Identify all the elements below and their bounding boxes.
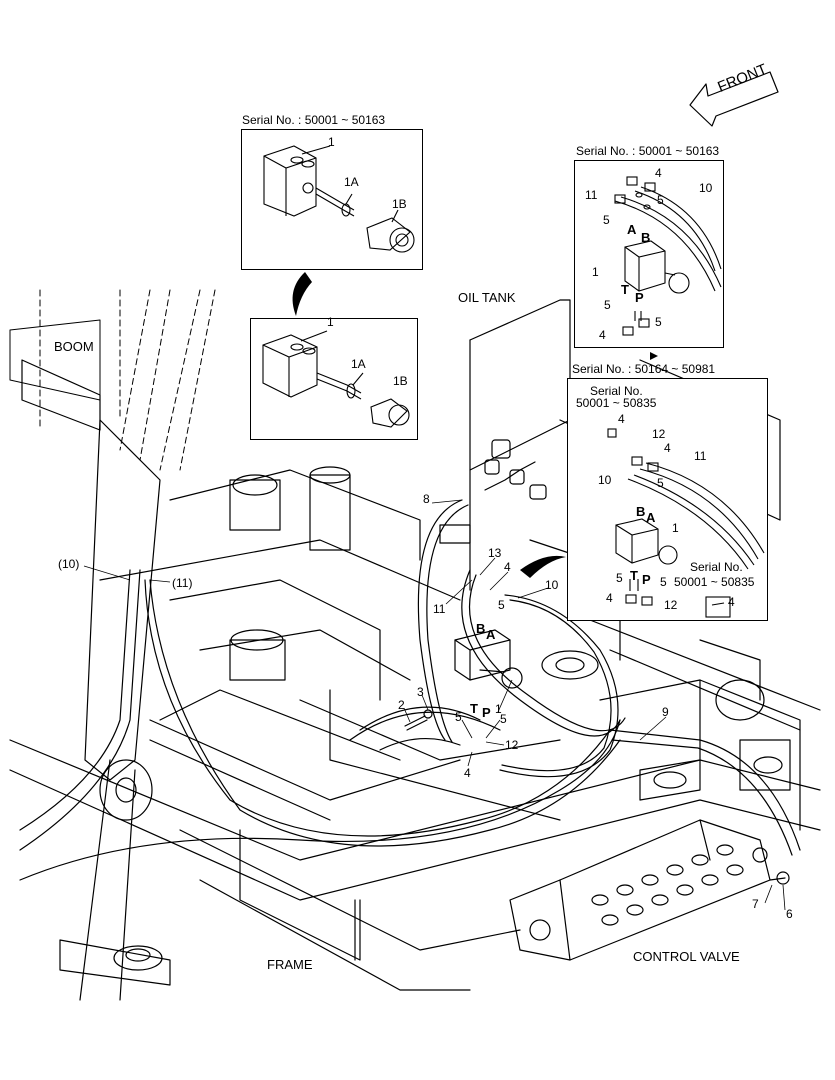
inset-r-label-t: T [630, 568, 638, 583]
callout-9: 9 [662, 705, 669, 719]
inset-right-sub-serial-b-2: 50001 ~ 50835 [674, 575, 755, 589]
inset-r-label-4b: 4 [664, 441, 671, 455]
inset-top-right: 4 11 5 10 5 A B 1 T P 5 5 4 [574, 160, 724, 348]
inset-tr-label-b: B [641, 230, 651, 245]
inset-tr-label-1: 1 [592, 265, 599, 279]
valve-fittings-drawing-b [607, 428, 765, 618]
inset-tr-label-5b: 5 [657, 193, 664, 207]
inset-mid-left-part-1b: 1B [393, 374, 408, 388]
inset-right-sub-serial-1: Serial No. [590, 384, 643, 398]
selector-valve-drawing-a [263, 145, 415, 253]
selector-valve-drawing-b [262, 330, 410, 428]
inset-tr-label-10: 10 [699, 181, 713, 195]
inset-tr-label-11: 11 [585, 188, 598, 202]
inset-top-left-part-1a: 1A [344, 175, 359, 189]
callout-2: 2 [398, 698, 405, 712]
callout-3: 3 [417, 685, 424, 699]
inset-r-label-1: 1 [672, 521, 679, 535]
callout-4-bottom: 4 [464, 766, 471, 780]
inset-right: Serial No. 50001 ~ 50835 4 12 4 11 10 5 … [567, 378, 768, 621]
inset-tr-label-p: P [635, 290, 644, 305]
inset-tr-label-5c: 5 [604, 298, 611, 312]
callout-5-right: 5 [500, 712, 507, 726]
frame-label: FRAME [267, 957, 313, 972]
inset-r-label-12: 12 [652, 427, 666, 441]
callout-11: 11 [433, 602, 446, 616]
inset-top-left: 1 1A 1B [241, 129, 423, 270]
front-arrow-icon [689, 71, 779, 127]
inset-right-sub-serial-b-1: Serial No. [690, 560, 743, 574]
callout-7: 7 [752, 897, 759, 911]
inset-r-label-4c: 4 [606, 591, 613, 605]
callout-5-left: 5 [455, 710, 462, 724]
inset-mid-left: 1 1A 1B [250, 315, 418, 440]
inset-tr-label-4b: 4 [599, 328, 606, 342]
inset-r-label-4: 4 [618, 412, 625, 426]
callout-b: B [476, 621, 486, 636]
callout-a: A [486, 627, 496, 642]
inset-r-label-11: 11 [694, 449, 707, 463]
inset-r-label-10: 10 [598, 473, 612, 487]
inset-top-right-serial: Serial No. : 50001 ~ 50163 [576, 144, 720, 158]
inset-tr-label-5d: 5 [655, 315, 662, 329]
valve-fittings-drawing-a [614, 176, 722, 336]
callout-12: 12 [505, 738, 519, 752]
callout-t: T [470, 701, 478, 716]
control-valve-label: CONTROL VALVE [633, 949, 740, 964]
inset-r-label-5b: 5 [616, 571, 623, 585]
inset-top-left-part-1: 1 [328, 135, 335, 149]
inset-mid-left-part-1: 1 [327, 315, 334, 329]
inset-tr-label-a: A [627, 222, 637, 237]
inset-top-left-part-1b: 1B [392, 197, 407, 211]
inset-r-label-b: B [636, 504, 646, 519]
callout-10: 10 [545, 578, 559, 592]
callout-6: 6 [786, 907, 793, 921]
inset-tr-label-5a: 5 [603, 213, 610, 227]
boom-label: BOOM [54, 339, 94, 354]
inset-right-serial: Serial No. : 50164 ~ 50981 [572, 362, 716, 376]
callout-1: 1 [495, 702, 502, 716]
callout-8: 8 [423, 492, 430, 506]
inset-right-sub-serial-2: 50001 ~ 50835 [576, 396, 657, 410]
callout-5-top: 5 [498, 598, 505, 612]
inset-r-label-12b: 12 [664, 598, 678, 612]
inset-r-label-5: 5 [657, 476, 664, 490]
callout-4-top: 4 [504, 560, 511, 574]
inset-r-label-5c: 5 [660, 575, 667, 589]
inset-tr-label-t: T [621, 282, 629, 297]
inset-r-label-p: P [642, 572, 651, 587]
callout-p: P [482, 705, 491, 720]
inset-tr-label-4: 4 [655, 166, 662, 180]
inset-top-left-serial: Serial No. : 50001 ~ 50163 [242, 113, 386, 127]
callout-13: 13 [488, 546, 502, 560]
oil-tank-label: OIL TANK [458, 290, 516, 305]
inset-r-label-4d: 4 [728, 595, 735, 609]
callout-10-paren: (10) [58, 557, 80, 571]
inset-r-label-a: A [646, 510, 656, 525]
inset-mid-left-part-1a: 1A [351, 357, 366, 371]
callout-11-paren: (11) [172, 576, 193, 590]
